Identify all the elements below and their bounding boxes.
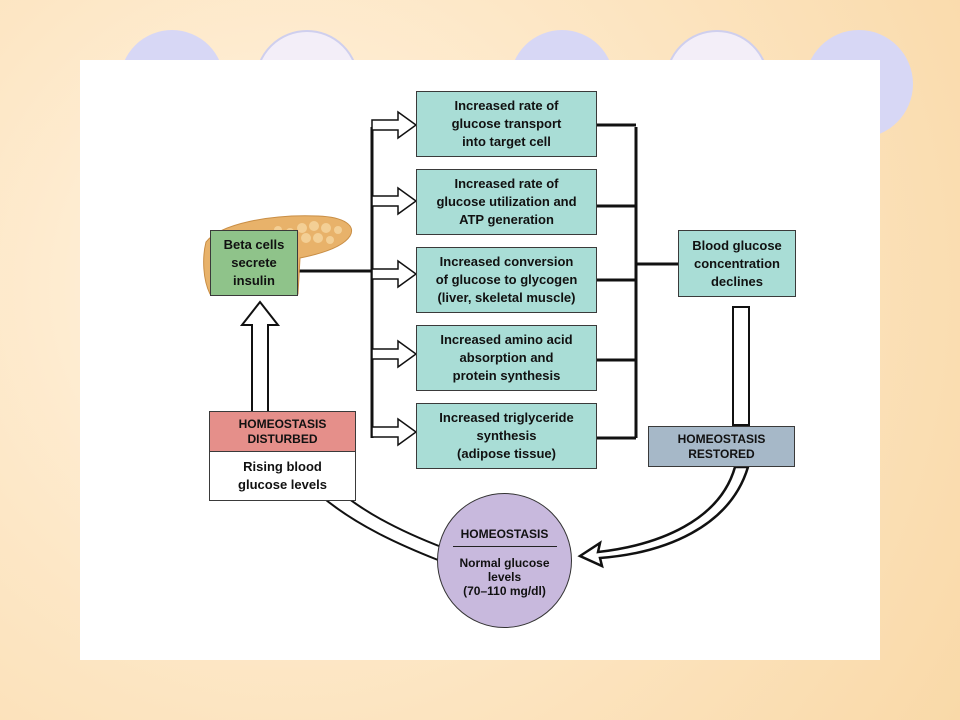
homeostasis-restored-box: HOMEOSTASIS RESTORED — [648, 426, 795, 467]
effect-glucose-transport-box: Increased rate of glucose transport into… — [416, 91, 597, 157]
rising-blood-glucose-box: Rising blood glucose levels — [209, 451, 356, 501]
effect-glucose-utilization-box: Increased rate of glucose utilization an… — [416, 169, 597, 235]
effect-glycogen-conversion-box: Increased conversion of glucose to glyco… — [416, 247, 597, 313]
beta-cells-box: Beta cells secrete insulin — [210, 230, 298, 296]
homeostasis-divider — [453, 546, 557, 547]
homeostasis-disturbed-header: HOMEOSTASIS DISTURBED — [209, 411, 356, 452]
homeostasis-circle — [437, 493, 572, 628]
homeostasis-normal-levels: Normal glucose levels (70–110 mg/dl) — [459, 556, 550, 598]
effect-triglyceride-box: Increased triglyceride synthesis (adipos… — [416, 403, 597, 469]
blood-glucose-declines-box: Blood glucose concentration declines — [678, 230, 796, 297]
homeostasis-title: HOMEOSTASIS — [460, 527, 549, 541]
effect-amino-acid-box: Increased amino acid absorption and prot… — [416, 325, 597, 391]
